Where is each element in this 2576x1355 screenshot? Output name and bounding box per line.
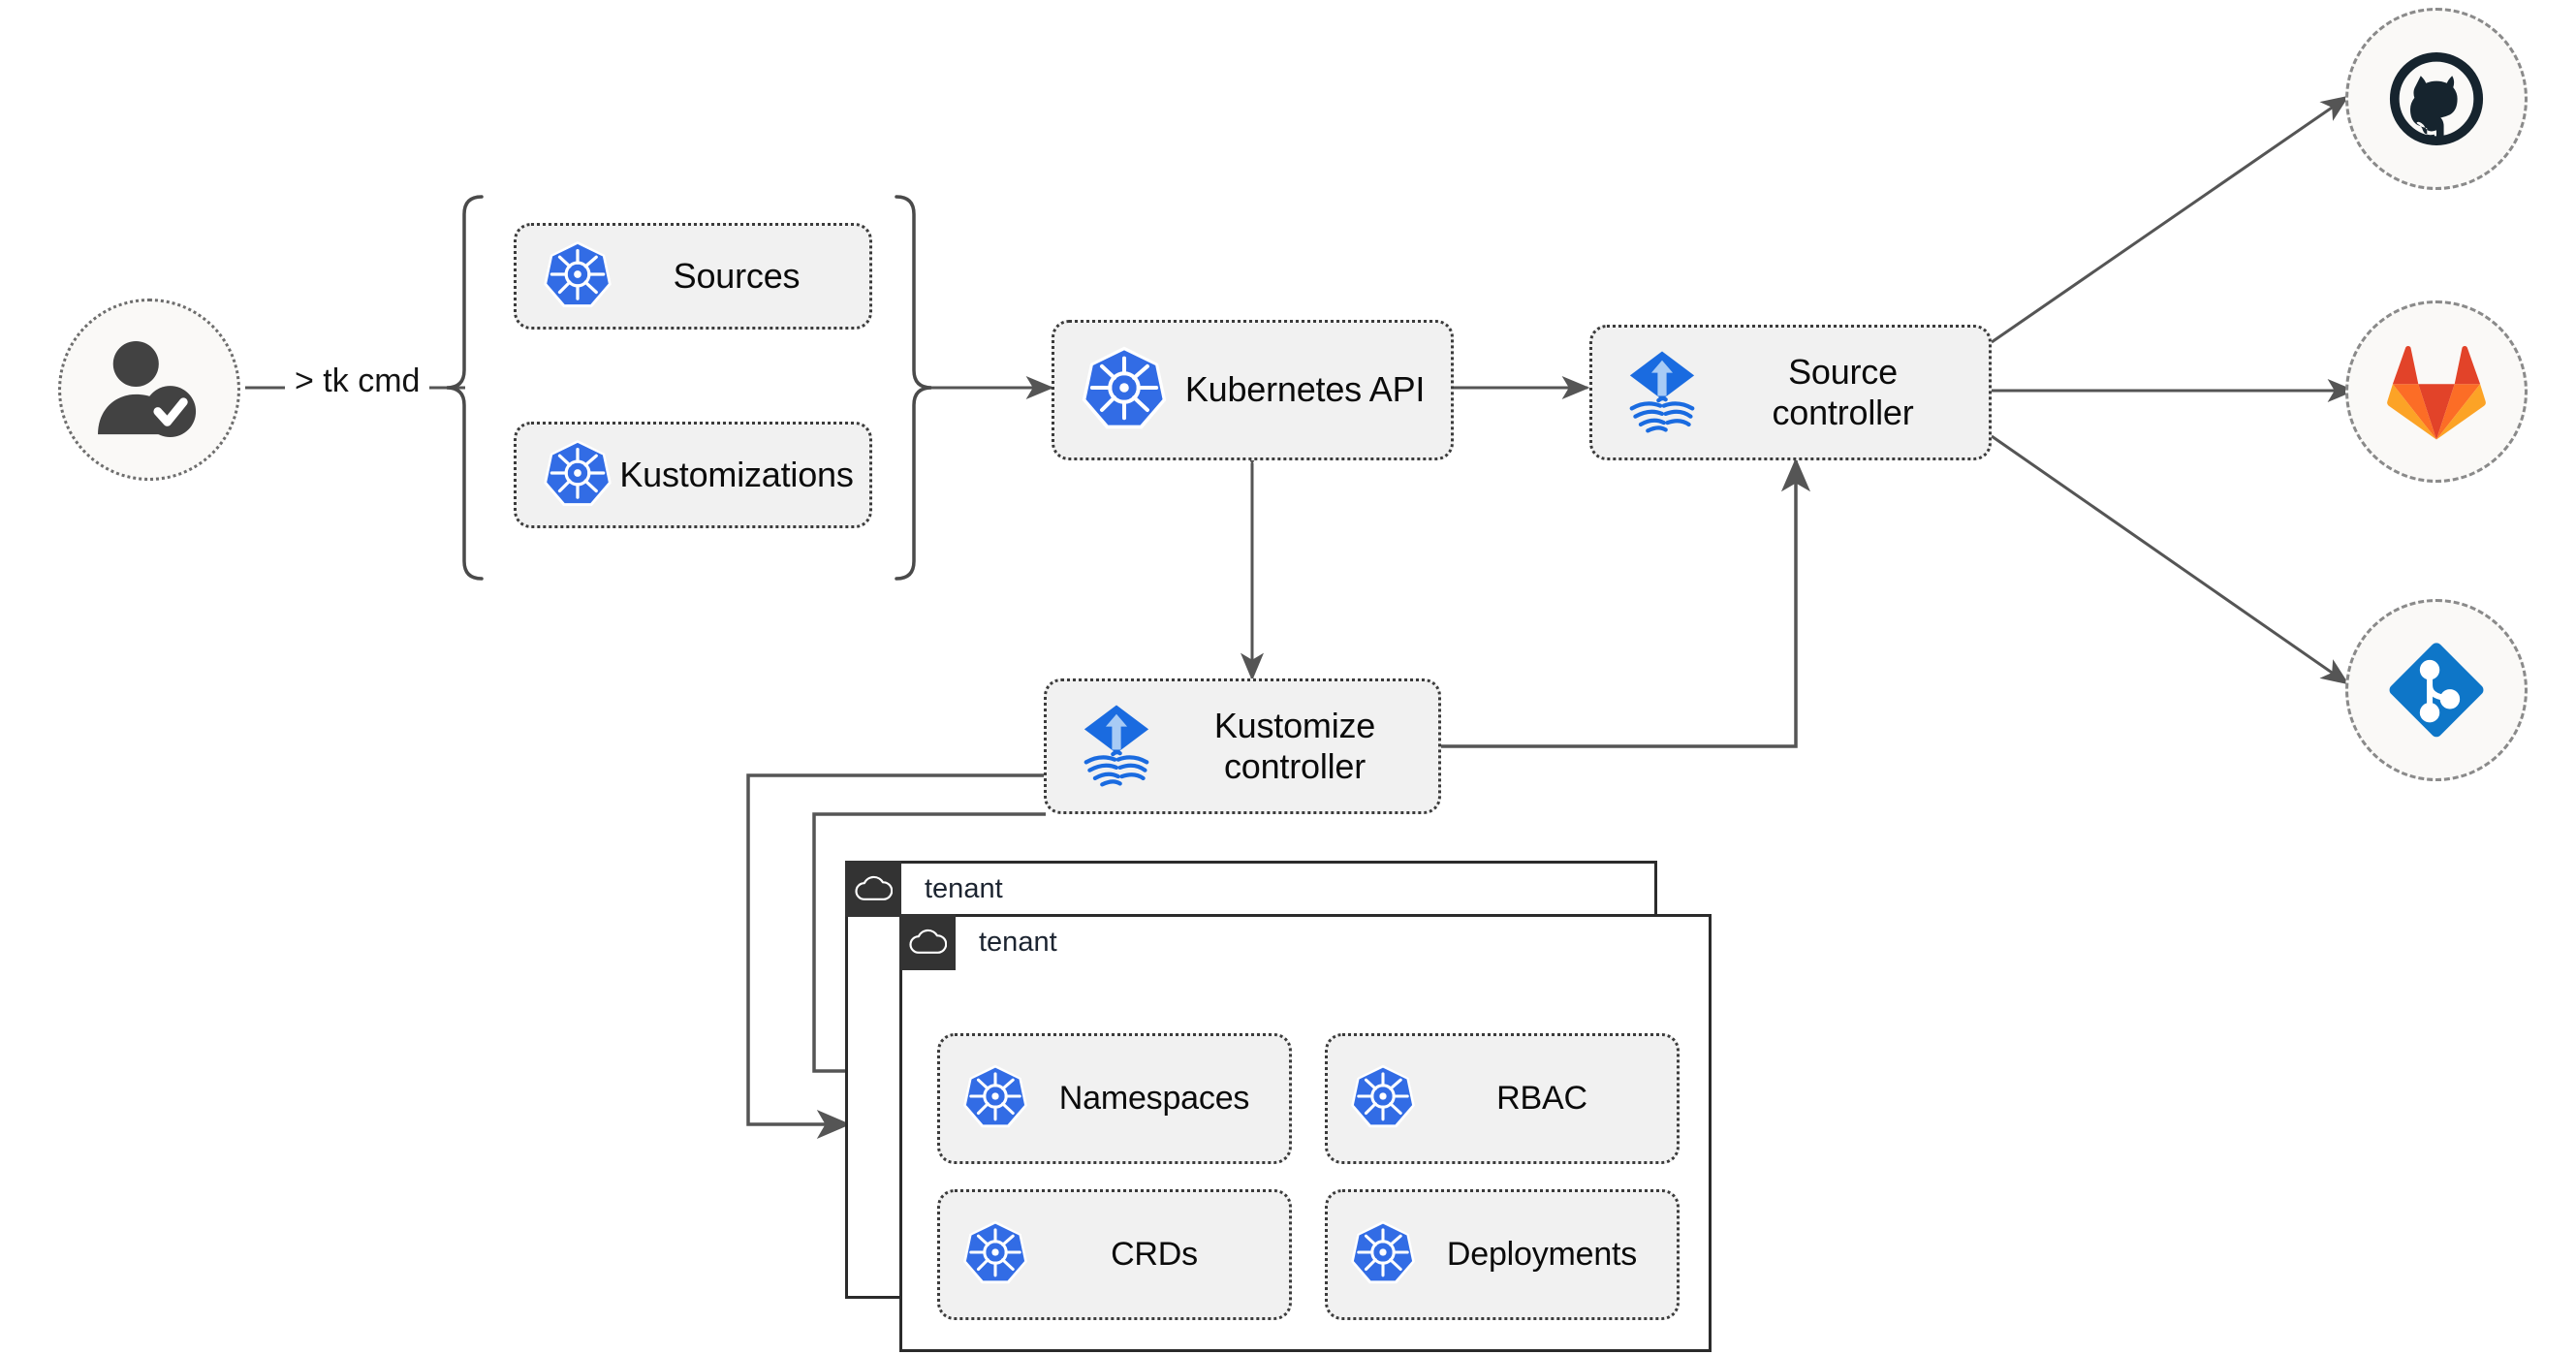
kubernetes-icon bbox=[961, 1062, 1029, 1135]
repo-github[interactable] bbox=[2345, 8, 2528, 190]
tenant-name: tenant bbox=[979, 926, 1057, 958]
kubernetes-icon bbox=[1349, 1218, 1417, 1291]
node-label-line1: Source bbox=[1788, 351, 1898, 392]
cloud-icon bbox=[845, 861, 901, 917]
node-label: Sources bbox=[673, 255, 801, 296]
node-crds[interactable]: CRDs bbox=[937, 1189, 1292, 1320]
kubernetes-icon bbox=[542, 437, 613, 514]
tenant-header: tenant bbox=[899, 914, 1057, 970]
node-kustomizations[interactable]: Kustomizations bbox=[514, 422, 872, 528]
flux-icon bbox=[1618, 346, 1707, 440]
azure-repos-git-icon bbox=[2389, 643, 2484, 738]
github-icon bbox=[2389, 51, 2484, 146]
node-label: Namespaces bbox=[1058, 1080, 1250, 1118]
tenant-panel-inner[interactable]: tenant bbox=[899, 914, 1712, 1352]
cloud-icon bbox=[899, 914, 956, 970]
node-kustomize-controller[interactable]: Kustomize controller bbox=[1044, 678, 1441, 814]
kubernetes-icon bbox=[961, 1218, 1029, 1291]
node-label: Kubernetes API bbox=[1184, 369, 1426, 410]
repo-gitlab[interactable] bbox=[2345, 300, 2528, 483]
node-label: Kustomize controller bbox=[1161, 706, 1438, 788]
node-rbac[interactable]: RBAC bbox=[1325, 1033, 1680, 1164]
node-label-line2: controller bbox=[1772, 393, 1914, 432]
node-label: Source controller bbox=[1707, 352, 1989, 434]
repo-azure-repos[interactable] bbox=[2345, 599, 2528, 781]
gitlab-icon bbox=[2387, 345, 2486, 440]
node-source-controller[interactable]: Source controller bbox=[1589, 325, 1992, 460]
node-sources[interactable]: Sources bbox=[514, 223, 872, 330]
user-avatar bbox=[58, 299, 240, 481]
node-label: CRDs bbox=[1111, 1236, 1198, 1274]
tenant-name: tenant bbox=[925, 872, 1003, 904]
command-label: > tk cmd bbox=[285, 361, 430, 402]
node-label: Deployments bbox=[1446, 1236, 1638, 1274]
tenant-header: tenant bbox=[845, 861, 1003, 917]
flux-icon bbox=[1072, 700, 1161, 794]
node-deployments[interactable]: Deployments bbox=[1325, 1189, 1680, 1320]
tenant-resource-grid: Namespaces bbox=[937, 1033, 1680, 1320]
node-label-line1: Kustomize bbox=[1213, 705, 1376, 745]
node-label-line2: controller bbox=[1223, 746, 1367, 786]
kubernetes-icon bbox=[1080, 343, 1169, 437]
user-check-icon bbox=[98, 340, 197, 438]
node-label: RBAC bbox=[1496, 1080, 1587, 1118]
kubernetes-icon bbox=[1349, 1062, 1417, 1135]
node-label: Kustomizations bbox=[619, 454, 854, 494]
kubernetes-icon bbox=[542, 238, 613, 315]
node-namespaces[interactable]: Namespaces bbox=[937, 1033, 1292, 1164]
node-kubernetes-api[interactable]: Kubernetes API bbox=[1052, 320, 1454, 460]
